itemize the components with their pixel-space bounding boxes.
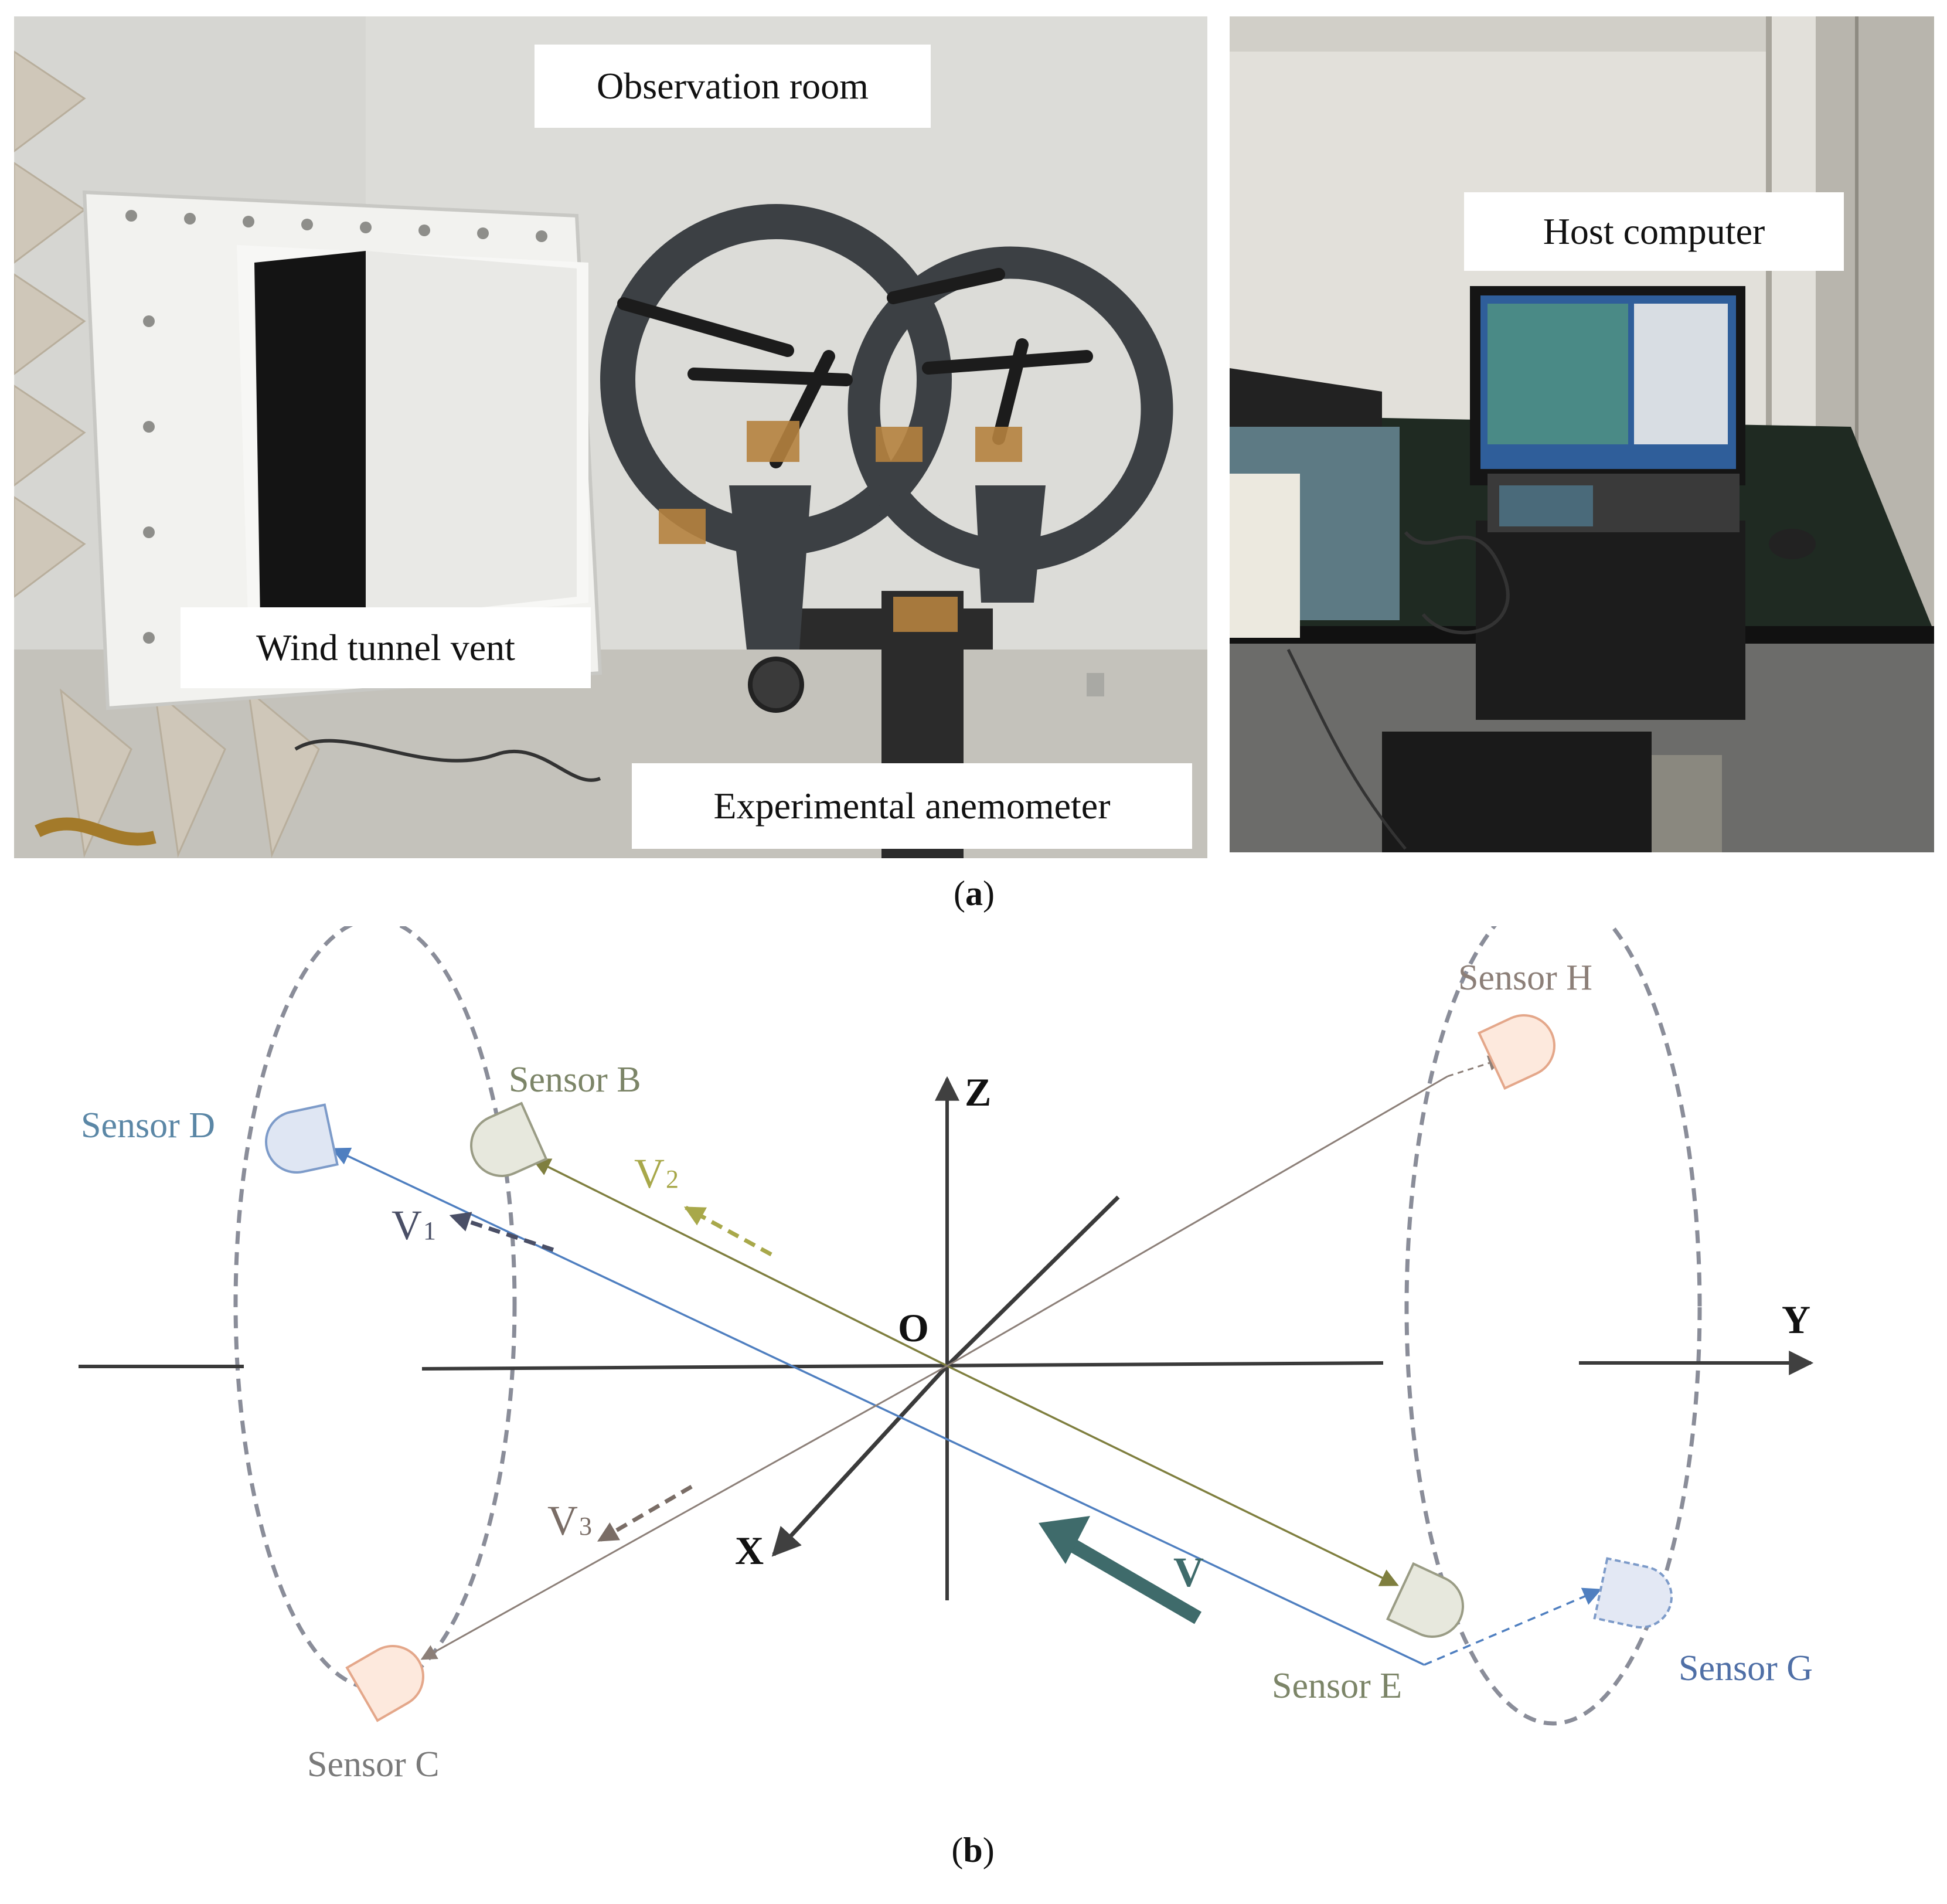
v3-label-main: V: [547, 1497, 578, 1544]
v1-label-main: V: [392, 1202, 422, 1249]
path-sensor-g-dashed: [1424, 1587, 1602, 1666]
sensor-b-label: Sensor B: [509, 1060, 641, 1100]
v2-label: V2: [634, 1150, 679, 1197]
v1-label: V1: [392, 1202, 436, 1249]
sensor-c-shape: [345, 1645, 424, 1722]
origin-label: O: [898, 1305, 929, 1350]
sensor-b-shape: [470, 1101, 548, 1177]
v2-component-arrow: [683, 1205, 772, 1257]
caption-b-close: ): [982, 1831, 995, 1869]
sensor-h-label: Sensor H: [1458, 958, 1592, 998]
v-label: V: [1173, 1549, 1204, 1596]
x-axis-back-segment: [945, 1195, 1120, 1368]
left-sensor-ring-ellipse: [233, 926, 517, 1691]
v3-label: V3: [547, 1497, 592, 1544]
wind-tunnel-scene: [14, 16, 1207, 858]
v3-component-arrow: [597, 1484, 693, 1543]
observation-room-label: Observation room: [535, 45, 931, 128]
sensor-g-shape: [1593, 1557, 1673, 1628]
host-computer-photo: Host computer: [1230, 16, 1934, 852]
caption-a-letter: a: [965, 874, 983, 913]
sensor-g-label: Sensor G: [1679, 1648, 1813, 1688]
y-axis-label: Y: [1782, 1297, 1810, 1342]
v3-label-sub: 3: [579, 1512, 592, 1541]
v1-label-sub: 1: [423, 1216, 436, 1245]
sensor-c-label: Sensor C: [307, 1745, 440, 1784]
caption-a: (a): [915, 873, 1033, 914]
path-sensor-g-to-d: [331, 1147, 1425, 1666]
sensor-geometry-diagram: Z Y X O V1 V2 V3 V Sensor D Sensor B Sen…: [79, 926, 1814, 1784]
path-o-to-sensor-b: [532, 1158, 948, 1367]
z-axis-label: Z: [965, 1070, 991, 1114]
right-sensor-ring-ellipse: [1404, 926, 1702, 1726]
host-computer-scene: [1230, 16, 1934, 852]
caption-b-open: (: [951, 1831, 964, 1869]
x-axis-label: X: [735, 1528, 764, 1573]
caption-b-letter: b: [963, 1831, 983, 1869]
y-axis-middle-segment: [421, 1361, 1384, 1371]
v1-component-arrow: [449, 1212, 554, 1252]
experimental-anemometer-label: Experimental anemometer: [632, 763, 1192, 849]
v2-label-main: V: [634, 1150, 665, 1197]
path-o-to-sensor-h: [947, 1075, 1448, 1367]
sensor-e-shape: [1386, 1562, 1464, 1638]
wind-tunnel-photo: Observation room Wind tunnel vent Experi…: [14, 16, 1207, 858]
caption-b: (b): [914, 1830, 1032, 1871]
sensor-h-shape: [1477, 1014, 1555, 1090]
wind-velocity-arrow-head: [1039, 1516, 1090, 1564]
path-o-to-sensor-c: [420, 1365, 948, 1660]
path-o-to-sensor-e: [947, 1365, 1399, 1586]
caption-a-close: ): [983, 874, 995, 913]
wind-velocity-arrow-shaft: [1068, 1539, 1202, 1624]
x-axis-arrow: [771, 1364, 949, 1557]
sensor-d-shape: [265, 1103, 339, 1174]
sensor-e-label: Sensor E: [1272, 1666, 1402, 1706]
wind-tunnel-vent-label: Wind tunnel vent: [181, 607, 591, 688]
host-computer-label: Host computer: [1464, 192, 1844, 271]
sensor-d-label: Sensor D: [81, 1106, 215, 1145]
v2-label-sub: 2: [666, 1165, 679, 1194]
caption-a-open: (: [954, 874, 965, 913]
